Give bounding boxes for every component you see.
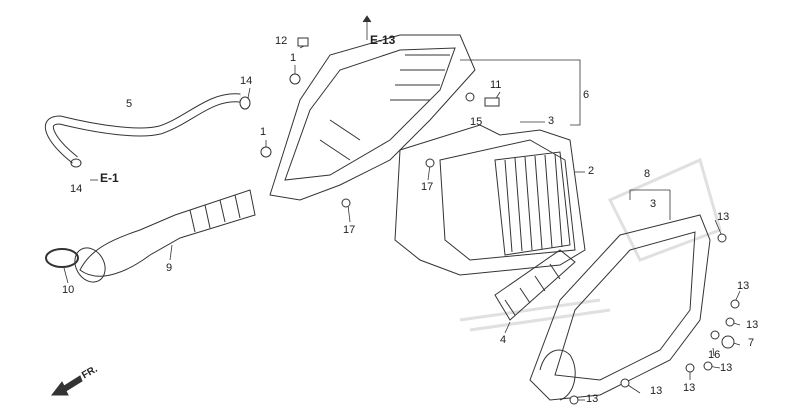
clamp-10 (45, 248, 79, 268)
clamp-14 (239, 96, 251, 110)
hardware (260, 37, 740, 405)
callout-label: 3 (650, 198, 657, 210)
callout-label: 6 (583, 89, 590, 101)
reference-label: E-13 (370, 33, 396, 47)
brand-watermark (459, 157, 722, 332)
callout-label: 9 (166, 262, 173, 274)
callout-label: 8 (644, 168, 651, 180)
callout-label: 17 (343, 224, 356, 236)
callout-label: 13 (746, 319, 759, 331)
callout-label: 12 (275, 35, 288, 47)
clamp-14b (70, 158, 82, 168)
callout-label: 13 (717, 211, 730, 223)
callout-label: 13 (720, 362, 733, 374)
callout-label: 13 (586, 393, 599, 405)
reference-label: E-1 (100, 171, 119, 185)
callout-label: 13 (737, 280, 750, 292)
callout-label: 1 (260, 126, 267, 138)
callout-label: 10 (62, 284, 75, 296)
callout-label: 3 (548, 115, 555, 127)
front-arrow-icon (50, 375, 83, 396)
callout-label: 11 (490, 79, 502, 91)
callout-label: 13 (683, 382, 696, 394)
filter-element-2 (439, 139, 576, 261)
callout-label: 5 (126, 98, 133, 110)
callout-label: 17 (421, 181, 434, 193)
callout-label: 14 (240, 75, 253, 87)
callout-label: 1 (290, 52, 297, 64)
callout-label: 13 (650, 385, 663, 397)
air-cleaner-case-6 (269, 34, 476, 201)
duct-4 (494, 249, 576, 321)
intake-tube-9 (74, 189, 256, 283)
callout-label: 4 (500, 334, 507, 346)
gasket-3 (394, 124, 586, 276)
callout-label: 15 (470, 116, 483, 128)
callout-label: 16 (708, 349, 721, 361)
leader-lines (63, 15, 741, 401)
callout-label: 7 (748, 337, 755, 349)
callout-label: 2 (588, 165, 595, 177)
callout-label: 14 (70, 183, 83, 195)
